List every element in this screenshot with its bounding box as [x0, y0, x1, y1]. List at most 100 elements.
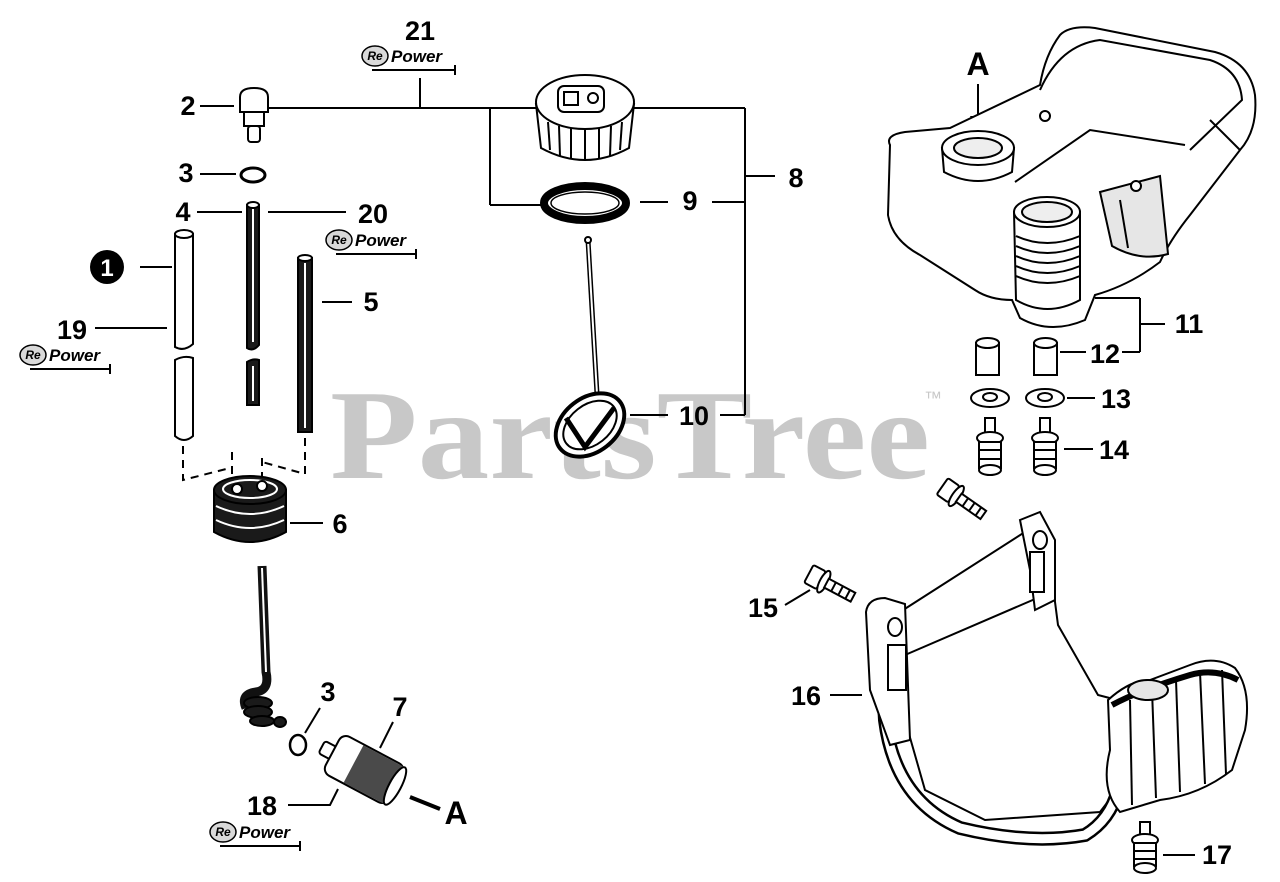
screw-thread [961, 497, 969, 507]
part-3-o-ring-lower [288, 733, 308, 757]
repower-badge-21: Re Power [361, 45, 456, 75]
screw-thread [968, 502, 976, 512]
oil-drop-icon [587, 92, 599, 104]
line-1-upper [174, 233, 194, 350]
grommet-top-ring [222, 479, 278, 499]
thread [1015, 255, 1081, 264]
callout-18: 18 [247, 791, 277, 821]
grommet-hole-2 [256, 480, 268, 492]
callout-5: 5 [363, 287, 378, 317]
repower-badge-20: Re Power [325, 229, 417, 259]
gasket-inner-edge [550, 191, 620, 215]
part-10-retainer [553, 236, 627, 459]
guard-right-hole [1032, 530, 1048, 550]
bushing-right-top [1033, 337, 1058, 349]
callout-12: 12 [1090, 339, 1120, 369]
repower-word: Power [391, 47, 443, 66]
screw-thread [837, 585, 844, 596]
screw-14-right [1031, 417, 1059, 476]
part-6-grommet [213, 475, 287, 543]
screw-base [1033, 464, 1057, 476]
tank-recess-rib [1119, 199, 1129, 249]
repower-logo-icon [361, 45, 389, 67]
part-7-fuel-filter [318, 735, 408, 806]
tank-channel [1014, 128, 1186, 183]
cap-ridge [609, 125, 612, 157]
pickup-coil-3 [249, 715, 275, 727]
callout-21: 21 [405, 16, 435, 46]
guard-shield-edge [1110, 669, 1240, 708]
screw-base [978, 464, 1002, 476]
callout-8: 8 [788, 163, 803, 193]
screw-15-a [803, 564, 857, 603]
part-4-fuel-hose [246, 201, 260, 406]
guard-right-slot [1029, 551, 1045, 593]
retainer-disc [553, 391, 627, 459]
thread [1015, 265, 1081, 274]
fuel-pump-icon [563, 91, 579, 106]
screw-base [1133, 862, 1157, 874]
retainer-cord-highlight [587, 239, 598, 395]
watermark-brand: PartsTree [330, 364, 930, 506]
shield-rib [1151, 689, 1157, 799]
callout-3-upper: 3 [178, 158, 193, 188]
bushing-left-top [975, 337, 1000, 349]
leader-18 [288, 788, 339, 806]
guard-floor [898, 528, 1142, 822]
retainer-disc-inner [562, 399, 618, 451]
callout-20: 20 [358, 199, 388, 229]
callout-13: 13 [1101, 384, 1131, 414]
callout-16: 16 [791, 681, 821, 711]
part-9-gasket [540, 182, 630, 224]
tank-boss-1 [1039, 110, 1051, 122]
callout-10: 10 [679, 401, 709, 431]
screw-15-b [936, 477, 988, 521]
guard-rim-inner [875, 629, 1123, 844]
arrow-a-filter [409, 795, 441, 811]
repower-mark: Re [25, 348, 41, 362]
callouts: 21 2 3 4 20 1 5 19 6 3 7 18 A 8 9 10 A 1… [57, 16, 1232, 870]
cap-ridge [547, 121, 551, 151]
guard-boss [1127, 679, 1169, 701]
shield-rib [1129, 699, 1133, 806]
callout-9: 9 [682, 186, 697, 216]
callout-1: 1 [100, 255, 113, 282]
tank-threaded-boss [1012, 211, 1081, 310]
repower-badge-19: Re Power [19, 344, 111, 374]
washer-left-hole [982, 392, 998, 402]
callout-4: 4 [175, 197, 190, 227]
grommet-ridge-2 [215, 519, 285, 529]
callout-15: 15 [748, 593, 778, 623]
repower-word: Power [239, 823, 291, 842]
part-1-fuel-line [174, 229, 194, 441]
thread [1015, 235, 1081, 244]
washer-right-hole [1037, 392, 1053, 402]
vent-body [243, 111, 265, 127]
repower-logo-icon [325, 229, 353, 251]
hose-5-end [297, 254, 313, 262]
part-17-screw [1131, 821, 1159, 874]
callout-6: 6 [332, 509, 347, 539]
tank-boss-opening [1021, 201, 1073, 223]
callout-1-badge [90, 250, 124, 284]
reference-a-filter: A [444, 795, 467, 831]
line-1-lower [174, 355, 194, 441]
screw-14-left [976, 417, 1004, 476]
guide-line-1 [182, 446, 231, 482]
callout-7: 7 [392, 692, 407, 722]
repower-mark: Re [367, 49, 383, 63]
pickup-line [239, 565, 287, 728]
part-16-tank-guard [864, 510, 1248, 846]
part-8-fuel-cap [534, 74, 636, 161]
watermark-trademark: ™ [924, 388, 942, 408]
part-3-o-ring-upper [239, 166, 267, 184]
retainer-cord-end [584, 236, 592, 244]
callout-11: 11 [1175, 309, 1204, 339]
tank-top-rim [1039, 38, 1244, 151]
repower-badge-18: Re Power [209, 821, 301, 851]
pickup-hose-highlight [261, 567, 267, 673]
guard-left-slot [887, 644, 907, 691]
part-14-screws [976, 417, 1059, 476]
part-13-washers [970, 388, 1065, 408]
cap-grip-ridges [547, 121, 623, 160]
